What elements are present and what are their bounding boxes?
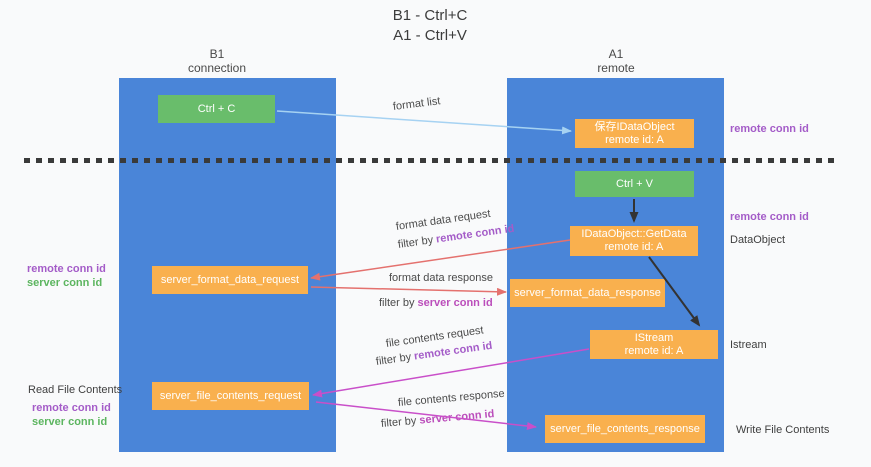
annotation-left-server-conn-id-2: server conn id xyxy=(32,416,108,428)
edge-label-filter-server-1: filter by server conn id xyxy=(379,297,493,309)
node-save-idataobject: 保存IDataObject remote id: A xyxy=(575,119,694,148)
column-a1-name: A1 xyxy=(608,47,624,61)
column-header-a1: A1 remote xyxy=(556,47,676,75)
filter-key-server-conn-id: server conn id xyxy=(417,297,493,309)
annotation-dataobject: DataObject xyxy=(730,234,786,246)
copy-paste-boundary-dashed-line xyxy=(24,158,834,163)
annotation-left-remote-conn-id-2: remote conn id xyxy=(32,402,111,414)
annotation-remote-conn-id-mid: remote conn id xyxy=(730,211,809,223)
server-file-contents-request-label: server_file_contents_request xyxy=(159,389,302,402)
save-idataobject-line1: 保存IDataObject xyxy=(594,120,675,133)
edge-label-filter-server-2: filter by server conn id xyxy=(380,408,494,430)
filter-by-text: filter by xyxy=(380,414,420,430)
getdata-line2: remote id: A xyxy=(604,241,664,253)
annotation-left-server-conn-id-1: server conn id xyxy=(27,277,103,289)
node-ctrl-c: Ctrl + C xyxy=(158,95,275,123)
filter-key-server-conn-id: server conn id xyxy=(418,408,495,427)
ctrl-v-label: Ctrl + V xyxy=(616,177,653,190)
column-header-b1: B1 connection xyxy=(157,47,277,75)
filter-by-text: filter by xyxy=(397,233,437,251)
node-istream: IStream remote id: A xyxy=(590,330,718,359)
filter-by-text: filter by xyxy=(379,297,418,309)
column-a1-role: remote xyxy=(597,61,635,75)
column-b1-role: connection xyxy=(187,61,247,75)
title-line-1: B1 - Ctrl+C xyxy=(392,7,468,24)
server-format-data-response-label: server_format_data_response xyxy=(514,286,661,299)
filter-key-remote-conn-id: remote conn id xyxy=(435,222,516,246)
ctrl-c-label: Ctrl + C xyxy=(197,102,236,115)
diagram-title: B1 - Ctrl+C A1 - Ctrl+V xyxy=(180,6,680,46)
node-idataobject-getdata: IDataObject::GetData remote id: A xyxy=(570,226,698,256)
node-ctrl-v: Ctrl + V xyxy=(575,171,694,197)
title-line-2: A1 - Ctrl+V xyxy=(393,27,467,44)
annotation-remote-conn-id-top: remote conn id xyxy=(730,123,809,135)
arrow-format-request-to-response xyxy=(310,286,507,296)
edge-label-file-contents-response: file contents response xyxy=(397,387,506,409)
node-server-format-data-request: server_format_data_request xyxy=(152,266,308,294)
annotation-istream: Istream xyxy=(730,339,767,351)
server-file-contents-response-label: server_file_contents_response xyxy=(550,422,700,435)
save-idataobject-line2: remote id: A xyxy=(605,133,664,146)
column-b1-name: B1 xyxy=(209,47,225,61)
node-server-file-contents-request: server_file_contents_request xyxy=(152,382,309,410)
annotation-left-remote-conn-id-1: remote conn id xyxy=(27,263,106,275)
node-server-file-contents-response: server_file_contents_response xyxy=(545,415,705,443)
annotation-write-file-contents: Write File Contents xyxy=(736,424,830,436)
node-server-format-data-response: server_format_data_response xyxy=(510,279,665,307)
istream-line2: remote id: A xyxy=(624,344,684,357)
edge-label-format-data-response: format data response xyxy=(389,272,493,284)
istream-line1: IStream xyxy=(634,331,674,344)
edge-label-format-list: format list xyxy=(392,95,442,113)
getdata-line1: IDataObject::GetData xyxy=(581,228,687,240)
annotation-read-file-contents: Read File Contents xyxy=(28,384,123,396)
filter-by-text: filter by xyxy=(375,350,415,368)
server-format-data-request-label: server_format_data_request xyxy=(160,273,300,286)
